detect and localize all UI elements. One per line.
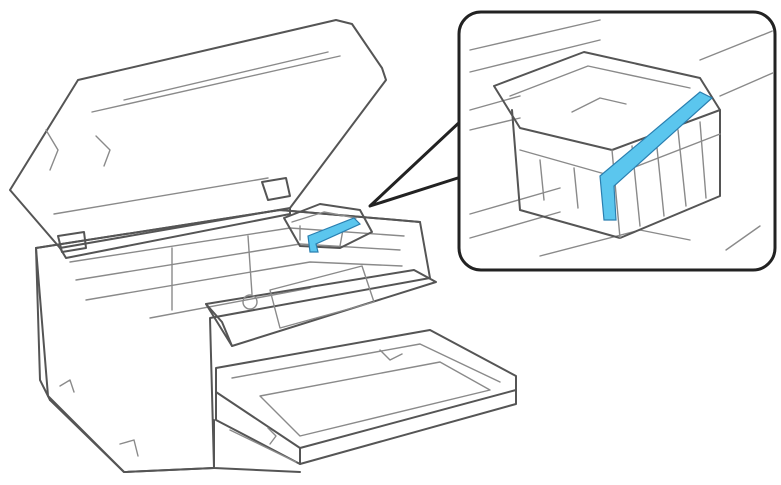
scanner-lid [9, 19, 387, 259]
callout-zoom [368, 10, 777, 272]
control-panel [205, 265, 437, 347]
paper-cassette [213, 419, 301, 473]
output-tray [215, 329, 517, 465]
printer [9, 19, 517, 473]
transport-tape-small [307, 217, 362, 253]
callout-pointer [368, 116, 466, 208]
lid-hinges [57, 177, 291, 253]
transport-tape-large [599, 91, 714, 221]
callout-detail [469, 19, 773, 257]
callout-frame [457, 10, 777, 272]
